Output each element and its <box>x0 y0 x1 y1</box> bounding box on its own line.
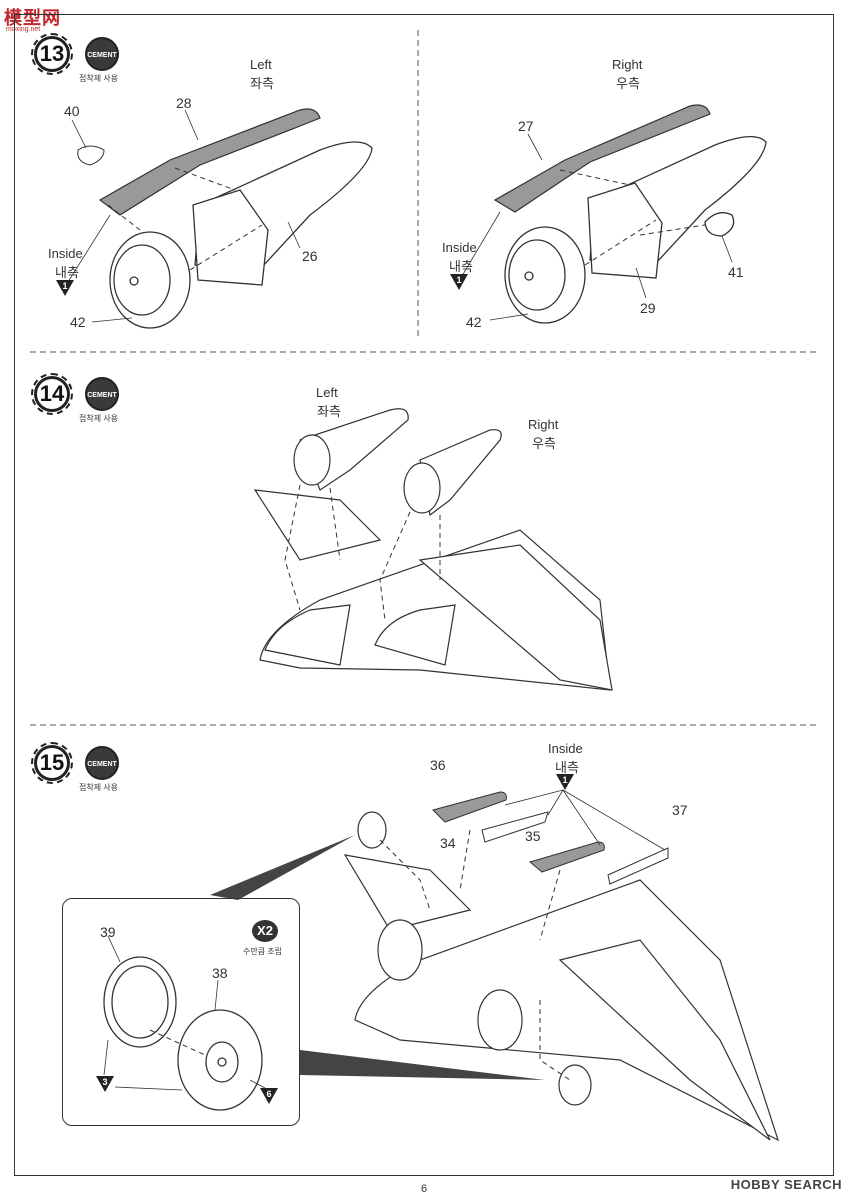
site-logo-url: moxing.net <box>6 26 41 33</box>
cement-caption-15: 접착제 사용 <box>79 783 119 792</box>
part-28: 28 <box>176 95 192 111</box>
page-frame <box>14 14 834 1176</box>
part-41: 41 <box>728 264 744 280</box>
ref-triangle-left: 1 <box>56 280 74 296</box>
step-15-number: 15 <box>31 742 73 784</box>
site-logo: 模型网 <box>4 8 61 28</box>
step-14-number: 14 <box>31 373 73 415</box>
cement-caption-14: 접착제 사용 <box>79 414 119 423</box>
inside-label-right-kr: 내측 <box>449 259 473 274</box>
part-36: 36 <box>430 757 446 773</box>
part-37: 37 <box>672 802 688 818</box>
wheel-inset-box <box>62 898 300 1126</box>
hobby-search-watermark: HOBBY SEARCH <box>730 1177 842 1192</box>
ref-triangle-6: 6 <box>260 1088 278 1104</box>
inside-label-left-kr: 내측 <box>55 265 79 280</box>
inside-label-right: Inside <box>442 240 477 255</box>
left-label: Left <box>250 57 272 72</box>
part-27: 27 <box>518 118 534 134</box>
part-40: 40 <box>64 103 80 119</box>
part-29: 29 <box>640 300 656 316</box>
part-38: 38 <box>212 965 228 981</box>
left-label-kr: 좌측 <box>250 76 274 91</box>
right-label: Right <box>612 57 643 72</box>
part-42-left: 42 <box>70 314 86 330</box>
cement-icon: CEMENT <box>85 37 119 71</box>
quantity-badge: X2 <box>252 920 278 942</box>
step15-inside-label: Inside <box>548 741 583 756</box>
inside-label-left: Inside <box>48 246 83 261</box>
step15-ref-triangle: 1 <box>556 774 574 790</box>
cement-caption: 접착제 사용 <box>79 74 119 83</box>
part-26: 26 <box>302 248 318 264</box>
page-number: 6 <box>420 1183 428 1195</box>
step-13-number: 13 <box>31 33 73 75</box>
part-42-right: 42 <box>466 314 482 330</box>
quantity-caption: 수만큼 조립 <box>243 947 283 956</box>
step14-right-label: Right <box>528 417 559 432</box>
step14-right-label-kr: 우측 <box>532 436 556 451</box>
part-35: 35 <box>525 828 541 844</box>
ref-triangle-right: 1 <box>450 274 468 290</box>
cement-icon-14: CEMENT <box>85 377 119 411</box>
step14-left-label-kr: 좌측 <box>317 404 341 419</box>
part-34: 34 <box>440 835 456 851</box>
part-39: 39 <box>100 924 116 940</box>
right-label-kr: 우측 <box>616 76 640 91</box>
step14-left-label: Left <box>316 385 338 400</box>
step15-inside-label-kr: 내측 <box>555 760 579 775</box>
ref-triangle-3: 3 <box>96 1076 114 1092</box>
cement-icon-15: CEMENT <box>85 746 119 780</box>
